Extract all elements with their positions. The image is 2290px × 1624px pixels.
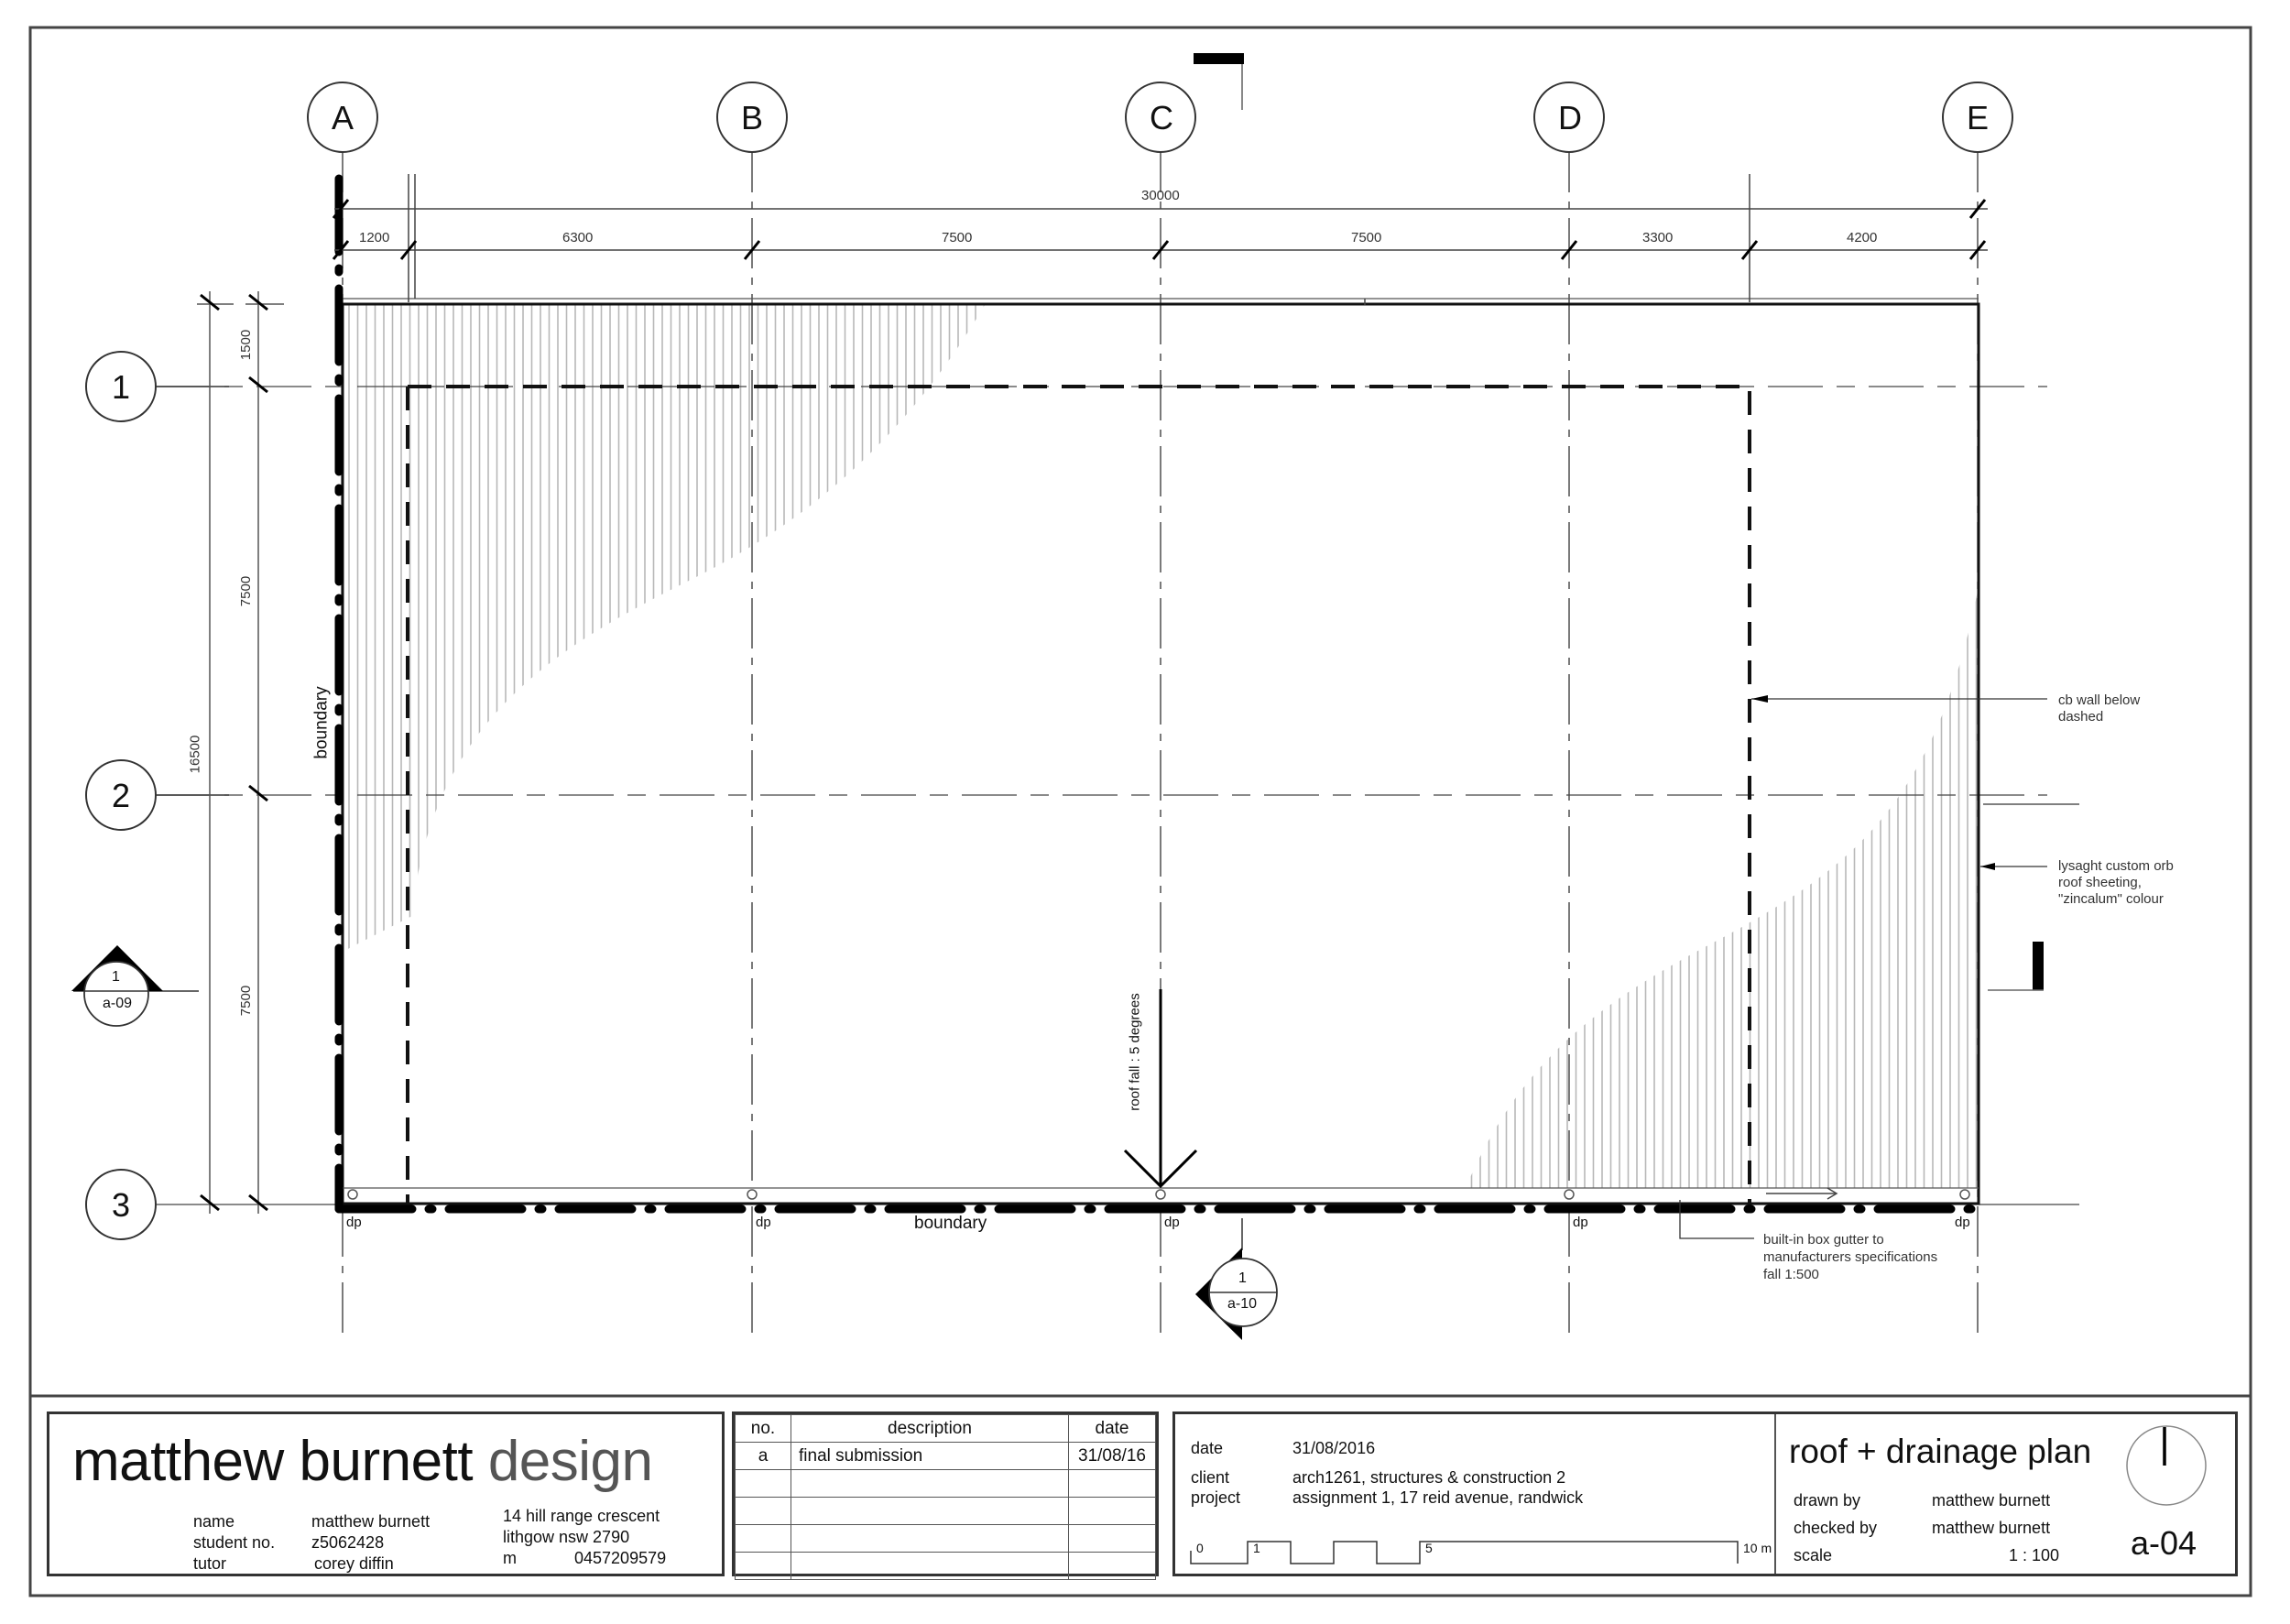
sheet-number: a-04 <box>2131 1524 2197 1562</box>
firm-name-bold: matthew burnett <box>72 1430 474 1493</box>
rev-header-no: no. <box>735 1414 791 1443</box>
rev-header-date: date <box>1068 1414 1156 1443</box>
boundary-lines <box>334 174 1983 1214</box>
section-marker-a10 <box>1195 1218 1278 1340</box>
section-a09-sheet: a-09 <box>103 996 133 1011</box>
section-a10-sheet: a-10 <box>1227 1296 1258 1312</box>
title-block-firm-panel: matthew burnett design name student no. … <box>47 1411 725 1576</box>
scale-bar-label-0: 0 <box>1196 1541 1204 1555</box>
grid-bubbles-columns <box>307 82 2013 153</box>
sheet-title: roof + drainage plan <box>1789 1433 2092 1470</box>
annotation-roof-sheeting: lysaght custom orb roof sheeting, "zinca… <box>2058 858 2174 907</box>
sheet-meta-values: matthew burnett matthew burnett 1 : 100 <box>1932 1491 2060 1564</box>
roof-fall-arrow <box>1123 989 1198 1189</box>
dp-label-e: dp <box>1955 1215 1970 1230</box>
section-marker-top <box>1194 53 1244 64</box>
revision-row <box>735 1469 1156 1498</box>
project-labels: date client project <box>1191 1439 1241 1507</box>
dp-label-c: dp <box>1164 1215 1180 1230</box>
grid-label-c: C <box>1150 99 1173 136</box>
downpipes <box>347 1189 1970 1200</box>
annotation-box-gutter: built-in box gutter to manufacturers spe… <box>1763 1232 1938 1282</box>
firm-name: matthew burnett design <box>72 1429 653 1494</box>
rev-header-description: description <box>791 1414 1069 1443</box>
grid-label-b: B <box>741 99 764 136</box>
dim-1200: 1200 <box>359 230 390 245</box>
title-block-project-panel: date client project 31/08/2016 arch1261,… <box>1172 1411 2238 1576</box>
student-info: name student no. tutor <box>193 1512 276 1573</box>
cb-wall-below-dashed <box>406 385 1751 1209</box>
dim-7500-cd: 7500 <box>1351 230 1382 245</box>
firm-address: 14 hill range crescent lithgow nsw 2790 … <box>503 1507 667 1567</box>
dim-7500-23: 7500 <box>238 985 255 1017</box>
annotation-cb-wall: cb wall below dashed <box>2058 692 2141 725</box>
dp-label-d: dp <box>1573 1215 1588 1230</box>
dim-6300: 6300 <box>562 230 594 245</box>
sheet-border <box>28 26 2252 1597</box>
revision-row <box>735 1497 1156 1525</box>
dim-1500: 1500 <box>238 329 255 361</box>
grid-label-3: 3 <box>112 1186 131 1224</box>
north-arrow-circle <box>2126 1425 2207 1506</box>
dimension-ticks-horizontal <box>332 199 1987 260</box>
gutter-flow-arrow <box>1766 1187 1838 1200</box>
grid-label-1: 1 <box>112 368 131 406</box>
grid-label-e: E <box>1967 99 1990 136</box>
revision-table-panel: no. description date a final submission … <box>732 1411 1159 1580</box>
grid-label-2: 2 <box>112 777 131 814</box>
scale-bar-label-5: 5 <box>1425 1541 1433 1555</box>
roof-fall-label: roof fall : 5 degrees <box>1127 993 1143 1111</box>
dim-3300: 3300 <box>1642 230 1674 245</box>
revision-row: a final submission 31/08/16 <box>735 1442 1156 1470</box>
dim-4200: 4200 <box>1847 230 1878 245</box>
panel-divider <box>1774 1414 1776 1574</box>
grid-bubbles-rows <box>85 351 157 1240</box>
revision-table: no. description date a final submission … <box>735 1414 1156 1580</box>
project-values: 31/08/2016 arch1261, structures & constr… <box>1292 1439 1584 1507</box>
section-marker-a09 <box>71 945 199 1027</box>
dimension-ticks-vertical <box>200 293 268 1212</box>
dim-7500-12: 7500 <box>238 575 255 607</box>
revision-row <box>735 1524 1156 1553</box>
section-marker-right <box>2033 942 2044 990</box>
boundary-label-bottom: boundary <box>914 1214 987 1233</box>
revision-row <box>735 1552 1156 1580</box>
section-a09-number: 1 <box>112 969 120 985</box>
dim-overall-horizontal: 30000 <box>1141 188 1180 203</box>
student-values: matthew burnett z5062428 corey diffin <box>311 1512 431 1573</box>
roof-sheeting-arrowhead <box>1980 863 1995 870</box>
dimension-lines-vertical <box>197 291 284 1214</box>
scale-bar-label-1: 1 <box>1253 1541 1260 1555</box>
scale-bar-label-10m: 10 m <box>1743 1541 1772 1555</box>
grid-label-a: A <box>332 99 354 136</box>
boundary-label-left: boundary <box>311 686 332 759</box>
sheet-meta-labels: drawn by checked by scale <box>1794 1491 1878 1564</box>
dp-label-b: dp <box>756 1215 771 1230</box>
scale-bar <box>1190 1541 1739 1564</box>
section-a10-number: 1 <box>1238 1270 1247 1286</box>
dp-label-a: dp <box>346 1215 362 1230</box>
dim-overall-vertical: 16500 <box>187 735 203 774</box>
grid-label-d: D <box>1558 99 1582 136</box>
firm-name-light: design <box>487 1430 653 1493</box>
dim-7500-bc: 7500 <box>942 230 973 245</box>
cb-wall-arrowhead <box>1751 695 1768 703</box>
